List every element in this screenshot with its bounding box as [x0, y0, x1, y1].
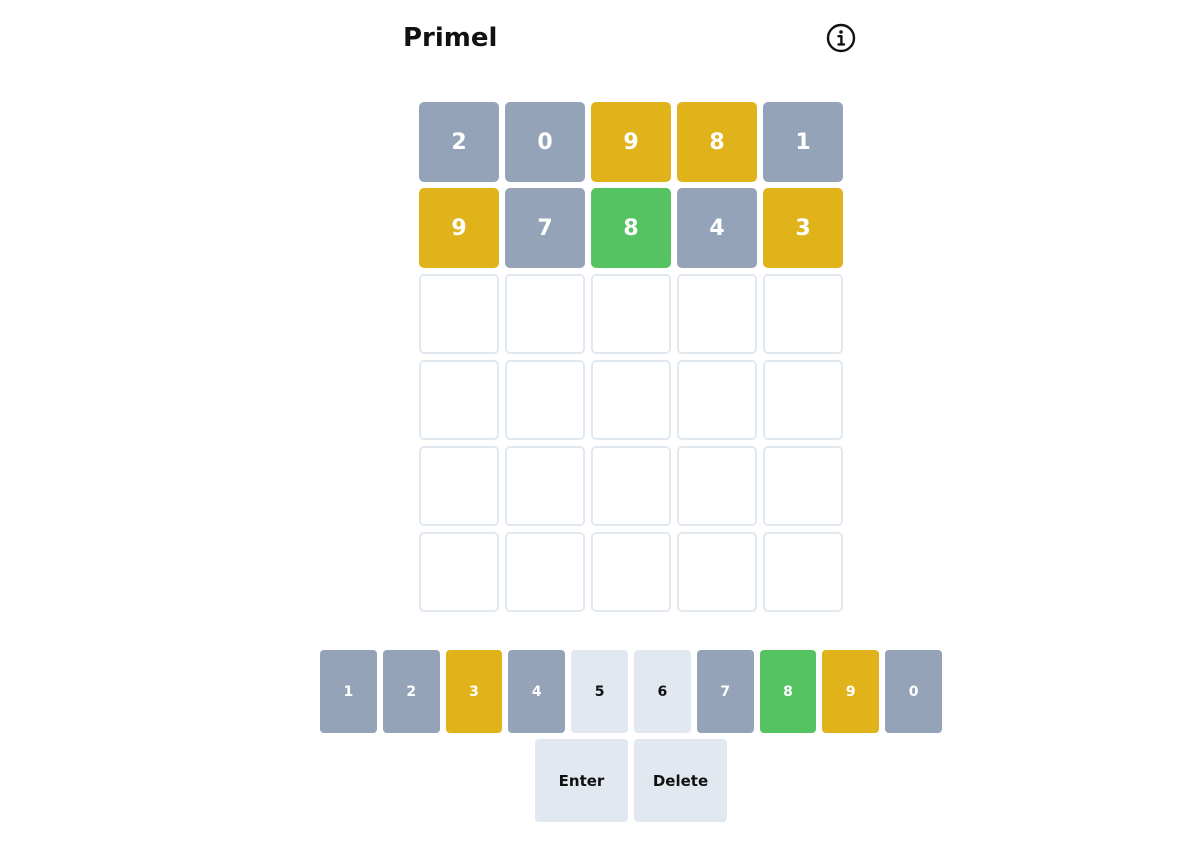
- guess-row: [419, 274, 843, 354]
- key-0[interactable]: 0: [885, 650, 942, 733]
- tile-correct: 8: [591, 188, 671, 268]
- empty-tile: [505, 446, 585, 526]
- empty-tile: [591, 532, 671, 612]
- key-8[interactable]: 8: [759, 650, 817, 733]
- empty-tile: [419, 446, 499, 526]
- tile-absent: 0: [505, 102, 585, 182]
- info-button[interactable]: [825, 22, 857, 54]
- key-5[interactable]: 5: [571, 650, 628, 733]
- tile-present: 9: [419, 188, 499, 268]
- key-7[interactable]: 7: [696, 650, 754, 733]
- tile-present: 3: [763, 188, 843, 268]
- empty-tile: [677, 532, 757, 612]
- empty-tile: [505, 360, 585, 440]
- empty-tile: [505, 532, 585, 612]
- empty-tile: [419, 274, 499, 354]
- guess-row: [419, 360, 843, 440]
- guess-row: [419, 532, 843, 612]
- empty-tile: [763, 532, 843, 612]
- tile-absent: 2: [419, 102, 499, 182]
- empty-tile: [677, 360, 757, 440]
- empty-tile: [591, 446, 671, 526]
- empty-tile: [677, 446, 757, 526]
- info-circle-icon: [826, 23, 856, 53]
- page-title: Primel: [403, 23, 498, 53]
- tile-present: 9: [591, 102, 671, 182]
- key-9[interactable]: 9: [822, 650, 880, 733]
- empty-tile: [591, 274, 671, 354]
- enter-key[interactable]: Enter: [535, 739, 628, 822]
- empty-tile: [591, 360, 671, 440]
- keyboard-action-row: Enter Delete: [320, 739, 942, 822]
- empty-tile: [763, 360, 843, 440]
- tile-absent: 7: [505, 188, 585, 268]
- empty-tile: [763, 446, 843, 526]
- guess-row: [419, 446, 843, 526]
- delete-key[interactable]: Delete: [634, 739, 727, 822]
- tile-present: 8: [677, 102, 757, 182]
- empty-tile: [419, 360, 499, 440]
- empty-tile: [763, 274, 843, 354]
- empty-tile: [505, 274, 585, 354]
- empty-tile: [677, 274, 757, 354]
- tile-absent: 1: [763, 102, 843, 182]
- empty-tile: [419, 532, 499, 612]
- key-2[interactable]: 2: [382, 650, 440, 733]
- tile-absent: 4: [677, 188, 757, 268]
- key-4[interactable]: 4: [508, 650, 566, 733]
- key-6[interactable]: 6: [634, 650, 691, 733]
- key-1[interactable]: 1: [320, 650, 377, 733]
- key-3[interactable]: 3: [445, 650, 503, 733]
